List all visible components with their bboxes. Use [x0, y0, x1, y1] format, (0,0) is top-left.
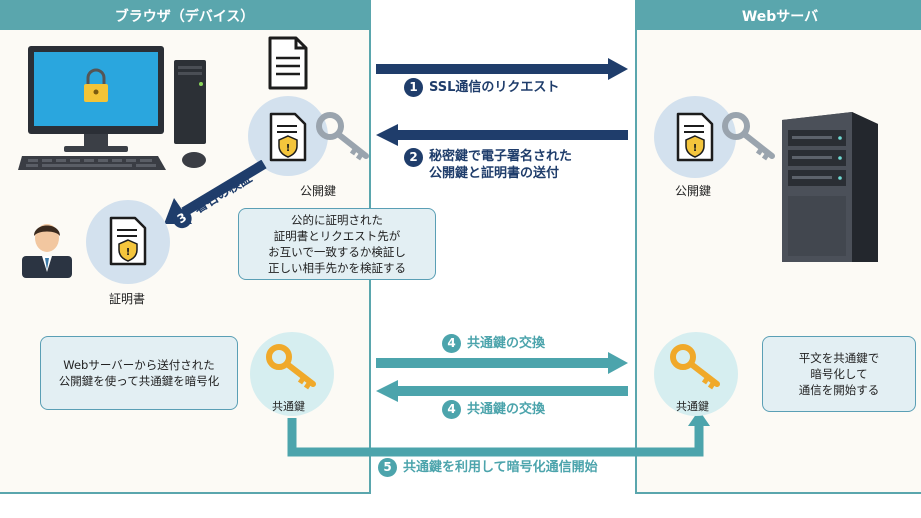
step-2-text: 秘密鍵で電子署名された 公開鍵と証明書の送付	[429, 148, 572, 182]
browser-key-callout-line-2: 公開鍵を使って共通鍵を暗号化	[58, 374, 220, 388]
desktop-computer-icon	[18, 46, 206, 170]
gold-key-icon-server	[670, 344, 720, 390]
step-1-text: SSL通信のリクエスト	[429, 80, 560, 95]
server-key-callout-line-1: 平文を共通鍵で	[798, 351, 880, 365]
verify-callout-line-4: 正しい相手先かを検証する	[268, 261, 406, 275]
public-key-label-browser: 公開鍵	[300, 184, 337, 198]
step-4b-number: 4	[442, 400, 461, 419]
common-key-label-server: 共通鍵	[676, 400, 709, 413]
verify-callout: 公的に証明された 証明書とリクエスト先が お互いで一致するか検証し 正しい相手先…	[238, 208, 436, 280]
gray-key-icon-server	[722, 112, 775, 161]
step-2-line-1: 秘密鍵で電子署名された	[429, 149, 573, 164]
step-2-number: 2	[404, 148, 423, 167]
gold-key-icon-browser	[266, 344, 316, 390]
server-key-callout: 平文を共通鍵で 暗号化して 通信を開始する	[762, 336, 916, 412]
server-key-callout-line-2: 暗号化して	[810, 367, 868, 381]
signed-certificate-icon-server: !	[676, 112, 714, 162]
step-2-label: 2 秘密鍵で電子署名された 公開鍵と証明書の送付	[404, 148, 572, 182]
server-tower-icon	[782, 112, 878, 262]
server-key-callout-line-3: 通信を開始する	[798, 383, 880, 397]
public-key-label-server: 公開鍵	[675, 184, 712, 198]
step-5-number: 5	[378, 458, 397, 477]
verify-callout-line-1: 公的に証明された	[291, 213, 383, 227]
svg-text:!: !	[693, 143, 698, 154]
svg-text:!: !	[126, 247, 131, 258]
svg-text:!: !	[286, 143, 291, 154]
step-4a-number: 4	[442, 334, 461, 353]
step-1-number: 1	[404, 78, 423, 97]
step-4a-label: 4 共通鍵の交換	[442, 334, 545, 353]
step-5-text: 共通鍵を利用して暗号化通信開始	[403, 460, 598, 475]
certificate-icon: !	[109, 216, 147, 266]
step-2-line-2: 公開鍵と証明書の送付	[429, 166, 560, 181]
signed-certificate-icon: !	[269, 112, 307, 162]
step-4b-text: 共通鍵の交換	[467, 402, 546, 417]
step-5-label: 5 共通鍵を利用して暗号化通信開始	[374, 458, 602, 477]
common-key-label-browser: 共通鍵	[272, 400, 305, 413]
verify-callout-line-3: お互いで一致するか検証し	[268, 245, 406, 259]
common-key-circle-server	[654, 332, 738, 416]
browser-panel-title: ブラウザ（デバイス）	[0, 2, 369, 30]
document-icon	[268, 36, 308, 90]
common-key-circle-browser	[250, 332, 334, 416]
user-avatar-icon	[22, 224, 72, 278]
browser-key-callout-line-1: Webサーバーから送付された	[63, 358, 215, 372]
step-4a-text: 共通鍵の交換	[467, 336, 546, 351]
step-1-label: 1 SSL通信のリクエスト	[404, 78, 559, 97]
browser-key-callout: Webサーバーから送付された 公開鍵を使って共通鍵を暗号化	[40, 336, 238, 410]
server-panel-title: Webサーバ	[637, 2, 921, 30]
certificate-label: 証明書	[109, 292, 146, 306]
gray-key-icon-browser	[316, 112, 369, 161]
verify-callout-line-2: 証明書とリクエスト先が	[273, 229, 401, 243]
step-4b-label: 4 共通鍵の交換	[442, 400, 545, 419]
